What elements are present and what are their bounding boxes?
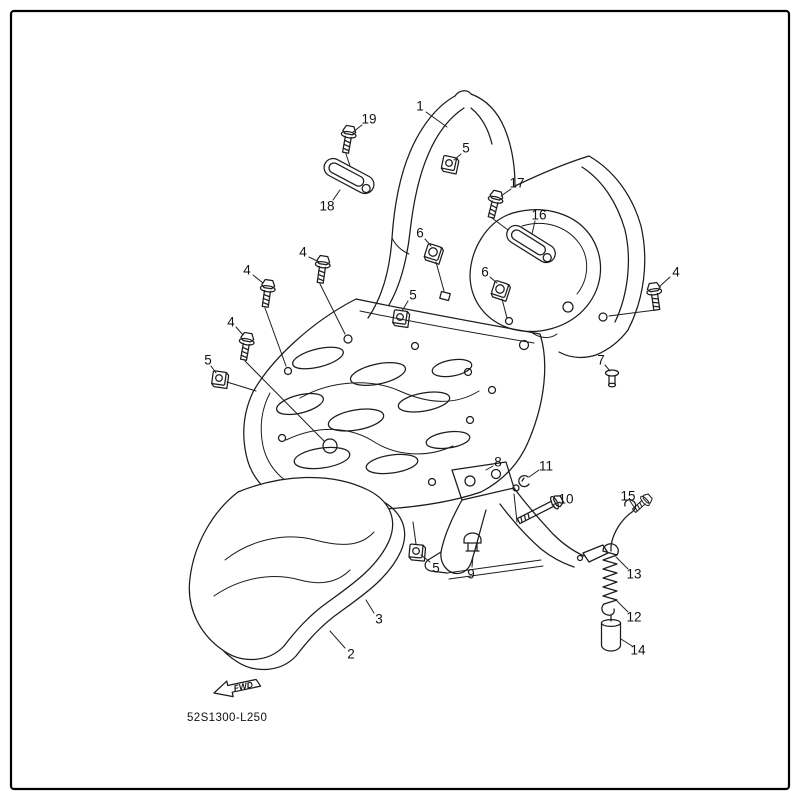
clip-5b: [391, 309, 411, 329]
leader-line-12: [616, 600, 629, 613]
leader-line-7: [604, 364, 611, 372]
callout-6: 6: [481, 265, 489, 280]
callout-7: 7: [597, 353, 605, 368]
callout-12: 12: [626, 610, 641, 625]
stand-spring-assembly: [600, 491, 655, 652]
callout-4: 4: [227, 315, 235, 330]
push-rivet-7: [604, 369, 620, 388]
callout-17: 17: [509, 176, 524, 191]
leader-line-13: [615, 556, 629, 570]
clip-5d: [408, 543, 427, 562]
bolt-4b: [257, 278, 277, 309]
clip-5c: [210, 370, 230, 390]
leader-line-15: [629, 500, 635, 508]
screw-19: [337, 124, 359, 155]
callout-5: 5: [409, 288, 417, 303]
callout-19: 19: [361, 112, 376, 127]
leader-line-2: [329, 630, 346, 649]
callout-2: 2: [347, 647, 355, 662]
leader-line-4: [308, 256, 320, 263]
callout-4: 4: [243, 263, 251, 278]
nut-6b: [489, 279, 512, 302]
callout-13: 13: [626, 567, 641, 582]
callout-9: 9: [467, 567, 475, 582]
leader-line-4: [252, 274, 264, 284]
bolt-4c: [645, 281, 665, 312]
leader-line-1: [425, 111, 448, 128]
border-frame: [9, 9, 791, 791]
callout-4: 4: [299, 245, 307, 260]
leader-line-5: [453, 153, 462, 161]
grip-16: [502, 221, 560, 267]
callout-labels: 1 19 5 18 17 16 6 6 4 4 4 4 5 5 7 8 11 10 15 9 5 13 12 14 3 2: [204, 99, 680, 662]
callout-3: 3: [375, 612, 383, 627]
callout-18: 18: [319, 199, 334, 214]
screw-17: [483, 188, 506, 220]
leader-line-18: [332, 189, 341, 201]
callout-11: 11: [539, 459, 553, 474]
leader-line-8: [485, 465, 494, 471]
leader-line-5: [420, 554, 431, 563]
callout-10: 10: [558, 492, 573, 507]
callout-8: 8: [494, 455, 502, 470]
fwd-label: FWD: [233, 679, 254, 693]
plug-9: [463, 532, 482, 552]
e-clip-11: [518, 474, 530, 488]
leader-line-16: [531, 220, 536, 235]
leader-line-14: [620, 638, 633, 647]
center-stand: [424, 461, 609, 580]
callout-4: 4: [672, 265, 680, 280]
leader-line-11: [528, 469, 540, 478]
callout-1: 1: [416, 99, 424, 114]
leader-line-3: [365, 599, 375, 614]
callout-14: 14: [630, 643, 646, 658]
nut-6a: [422, 242, 445, 265]
leader-line-4: [235, 326, 244, 336]
footboard-slots: [275, 346, 473, 475]
callout-6: 6: [416, 226, 424, 241]
pivot-bolt-10: [516, 495, 565, 525]
leader-line-17: [500, 188, 512, 197]
fwd-arrow: FWD: [213, 678, 262, 698]
callout-5: 5: [204, 353, 212, 368]
leader-line-9: [471, 555, 474, 568]
leader-line-5: [210, 365, 217, 374]
leader-line-5: [401, 300, 409, 312]
callout-5: 5: [432, 561, 440, 576]
callout-5: 5: [462, 141, 470, 156]
fasteners: [210, 124, 665, 562]
leader-line-6: [424, 238, 432, 247]
part-link-lines: [226, 153, 657, 545]
bolt-4d: [235, 331, 257, 362]
callout-15: 15: [620, 489, 635, 504]
callout-16: 16: [531, 208, 546, 223]
leader-line-4: [658, 276, 671, 288]
leader-line-10: [551, 501, 561, 506]
rubber-mat: [188, 476, 394, 661]
bolt-4a: [312, 254, 332, 285]
diagram-code: 52S1300-L250: [187, 712, 267, 724]
leader-line-19: [352, 124, 363, 133]
leader-line-6: [489, 276, 498, 284]
